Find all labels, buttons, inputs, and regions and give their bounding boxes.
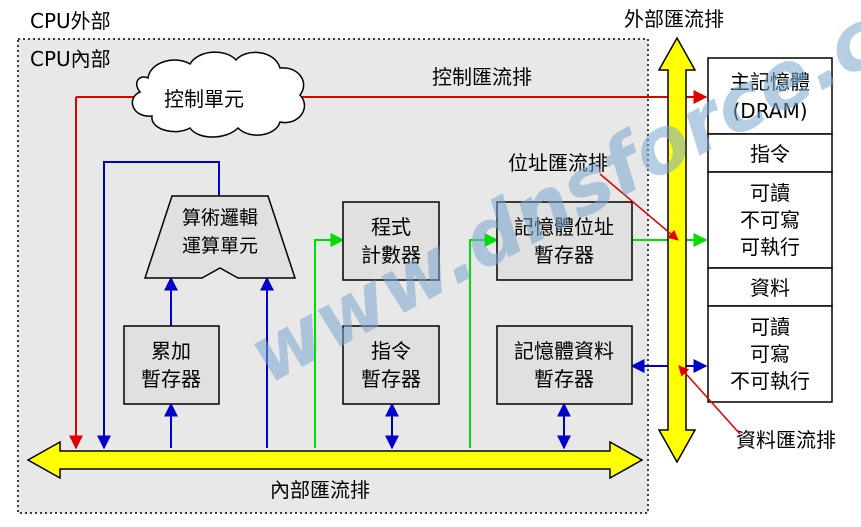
alu-label-line2: 運算單元 (182, 235, 258, 257)
memory-title-line2: (DRAM) (732, 99, 807, 123)
accumulator-block: 累加 暫存器 (123, 325, 220, 405)
external-bus-arrow (657, 36, 697, 464)
main-memory-column: 主記憶體 (DRAM) 指令 可讀 不可寫 可執行 資料 可讀 可寫 不可執行 (707, 57, 833, 403)
mdr-line2: 暫存器 (534, 367, 594, 391)
control-bus-label: 控制匯流排 (432, 65, 532, 89)
data-bus-pointer (678, 365, 741, 435)
internal-bus-arrow (26, 440, 644, 480)
memory-title-line1: 主記憶體 (730, 70, 810, 94)
program-counter-line1: 程式 (371, 215, 411, 239)
internal-bus-label: 內部匯流排 (270, 478, 370, 502)
memory-instruction-perm-3: 可執行 (740, 235, 800, 259)
mar-line2: 暫存器 (534, 243, 594, 267)
accumulator-line2: 暫存器 (141, 367, 201, 391)
program-counter-line2: 計數器 (361, 243, 421, 267)
address-bus-label: 位址匯流排 (508, 151, 608, 175)
control-unit-label: 控制單元 (164, 87, 244, 111)
accumulator-line1: 累加 (151, 339, 191, 363)
program-counter-block: 程式 計數器 (342, 201, 440, 281)
memory-data-perm-3: 不可執行 (730, 369, 810, 393)
external-bus-label: 外部匯流排 (624, 7, 724, 31)
mar-line1: 記憶體位址 (514, 215, 614, 239)
instruction-register-block: 指令 暫存器 (342, 325, 440, 405)
cpu-outside-label: CPU外部 (30, 9, 111, 33)
mar-block: 記憶體位址 暫存器 (496, 201, 633, 281)
mdr-block: 記憶體資料 暫存器 (496, 325, 633, 405)
cpu-inside-label: CPU內部 (30, 47, 111, 71)
instruction-register-line2: 暫存器 (361, 367, 421, 391)
data-bus-label: 資料匯流排 (736, 428, 836, 452)
address-bus-pointer (599, 173, 679, 241)
control-unit-cloud: 控制單元 (131, 51, 306, 138)
control-bus-lines (69, 90, 708, 450)
memory-data-header: 資料 (750, 276, 790, 300)
memory-data-perm-1: 可讀 (750, 315, 790, 339)
memory-instruction-perm-2: 不可寫 (740, 208, 800, 232)
memory-data-perm-2: 可寫 (750, 342, 790, 366)
memory-instruction-header: 指令 (750, 142, 790, 166)
instruction-register-line1: 指令 (371, 339, 411, 363)
alu-block: 算術邏輯 運算單元 (143, 195, 297, 279)
mdr-line1: 記憶體資料 (514, 339, 614, 363)
alu-label-line1: 算術邏輯 (182, 207, 258, 229)
memory-instruction-perm-1: 可讀 (750, 181, 790, 205)
